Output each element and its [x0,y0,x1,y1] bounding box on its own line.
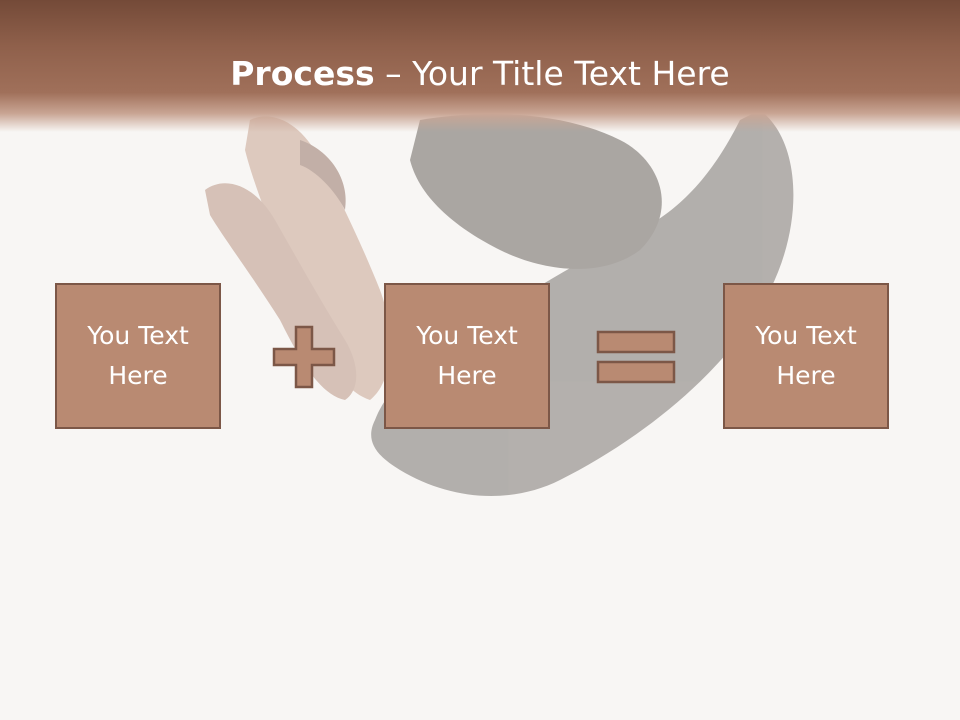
slide-title: Process – Your Title Text Here [0,52,960,96]
process-box-1-text: You Text Here [87,321,189,390]
title-bar [0,0,960,132]
process-box-3-text: You Text Here [755,321,857,390]
plus-icon [272,325,336,389]
title-rest: – Your Title Text Here [374,54,730,93]
process-box-2[interactable]: You Text Here [384,283,550,429]
process-box-3[interactable]: You Text Here [723,283,889,429]
equals-icon [596,330,676,384]
title-bold: Process [230,54,375,93]
process-box-2-text: You Text Here [416,321,518,390]
process-box-1[interactable]: You Text Here [55,283,221,429]
